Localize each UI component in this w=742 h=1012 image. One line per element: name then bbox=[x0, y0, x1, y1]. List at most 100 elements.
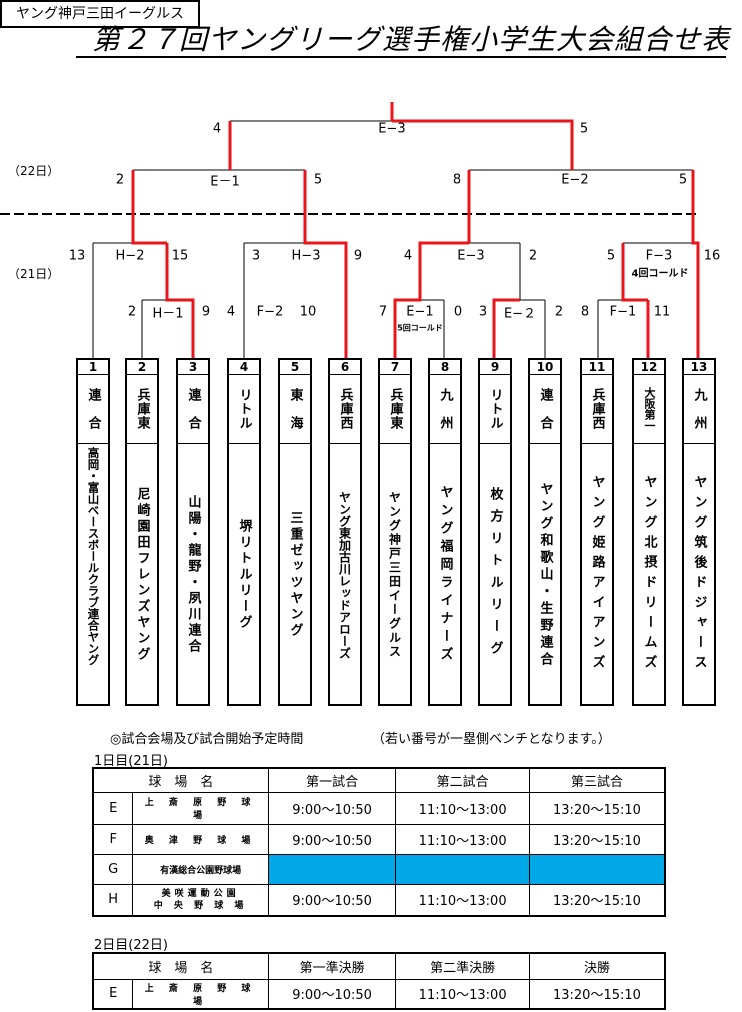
champion-box: ヤング神戸三田イーグルス bbox=[0, 0, 200, 28]
team-region: 兵庫西 bbox=[589, 388, 605, 430]
match-score-right: 9 bbox=[353, 248, 363, 264]
match-score-right: 11 bbox=[653, 304, 671, 320]
team-name: 堺リトルリーグ bbox=[236, 519, 252, 631]
time-cell: 9:00～10:50 bbox=[267, 791, 397, 825]
match-score-left: 2 bbox=[127, 304, 137, 320]
day2-schedule-table: 球 場 名 第一準決勝 第二準決勝 決勝 E 上 斎 原 野 球 場 9:00～… bbox=[92, 952, 666, 1010]
match-score-right: 2 bbox=[528, 248, 538, 264]
team-name: ヤング筑後ドジャース bbox=[691, 475, 707, 675]
field-code: E bbox=[92, 978, 134, 1010]
match-score-right: 10 bbox=[299, 304, 317, 320]
match-label-h3: H−3 bbox=[291, 248, 321, 264]
team-region: 連 合 bbox=[537, 388, 553, 430]
match-score-left: 5 bbox=[606, 248, 616, 264]
day-label-21: （21日） bbox=[8, 267, 60, 281]
match-label-e1b: E−1 bbox=[406, 304, 434, 320]
team-name: ヤング北摂ドリームズ bbox=[641, 475, 657, 675]
match-score-left: 13 bbox=[68, 248, 86, 264]
team-column: 11 兵庫西 ヤング姫路アイアンズ bbox=[580, 358, 614, 706]
table-row: G 有漢総合公園野球場 bbox=[92, 853, 666, 885]
team-column: 6 兵庫西 ヤング東加古川レッドアローズ bbox=[328, 358, 362, 706]
team-number: 2 bbox=[127, 360, 157, 375]
time-cell: 9:00～10:50 bbox=[267, 978, 397, 1010]
time-cell: 9:00～10:50 bbox=[267, 823, 397, 855]
header-game1: 第一試合 bbox=[267, 767, 397, 793]
team-region: 兵庫東 bbox=[134, 388, 150, 430]
team-number: 4 bbox=[229, 360, 259, 375]
match-score-right: 15 bbox=[171, 248, 189, 264]
team-number: 5 bbox=[280, 360, 310, 375]
match-score-right: 2 bbox=[554, 304, 564, 320]
match-score-right: 9 bbox=[201, 304, 211, 320]
team-column: 10 連 合 ヤング和歌山・生野連合 bbox=[528, 358, 562, 706]
team-region: 九 州 bbox=[437, 388, 453, 430]
team-column: 4 リトル 堺リトルリーグ bbox=[227, 358, 261, 706]
field-code: H bbox=[92, 883, 134, 917]
header-final: 決勝 bbox=[528, 952, 666, 980]
table-row: E 上 斎 原 野 球 場 9:00～10:50 11:10～13:00 13:… bbox=[92, 978, 666, 1010]
team-column: 7 兵庫東 ヤング神戸三田イーグルス bbox=[378, 358, 412, 706]
bench-note: （若い番号が一塁側ベンチとなります。） bbox=[372, 732, 611, 747]
match-label-e1: E－1 bbox=[210, 174, 240, 190]
team-region: リトル bbox=[487, 388, 503, 430]
unused-cell bbox=[528, 853, 666, 885]
venue-name: 美咲運動公園中 央 野 球 場 bbox=[132, 883, 269, 917]
page-title: 第２７回ヤングリーグ選手権小学生大会組合せ表 bbox=[92, 23, 731, 56]
match-score-left: 2 bbox=[115, 172, 125, 188]
team-column: 3 連 合 山陽・龍野・夙川連合 bbox=[176, 358, 210, 706]
time-cell: 13:20～15:10 bbox=[528, 823, 666, 855]
venue-name-line1: 美咲運動公園 bbox=[161, 888, 240, 899]
team-number: 6 bbox=[330, 360, 360, 375]
time-cell: 11:10～13:00 bbox=[395, 978, 530, 1010]
team-name: 山陽・龍野・夙川連合 bbox=[185, 495, 201, 655]
team-number: 3 bbox=[178, 360, 208, 375]
match-label-h1: H－1 bbox=[152, 306, 184, 322]
time-cell: 13:20～15:10 bbox=[528, 883, 666, 917]
header-semi1: 第一準決勝 bbox=[267, 952, 397, 980]
time-cell: 11:10～13:00 bbox=[395, 823, 530, 855]
unused-cell bbox=[267, 853, 397, 885]
team-number: 13 bbox=[684, 360, 714, 375]
venue-name: 上 斎 原 野 球 場 bbox=[132, 978, 269, 1010]
team-name: ヤング福岡ライナーズ bbox=[437, 485, 453, 665]
match-label-e2b: E−２ bbox=[503, 306, 537, 322]
venue-heading: ◎試合会場及び試合開始予定時間 bbox=[110, 732, 304, 747]
time-cell: 11:10～13:00 bbox=[395, 791, 530, 825]
team-region: 兵庫東 bbox=[387, 388, 403, 430]
match-label-final: E−3 bbox=[378, 121, 406, 137]
table-row: F 奥 津 野 球 場 9:00～10:50 11:10～13:00 13:20… bbox=[92, 823, 666, 855]
match-score-right: 16 bbox=[703, 248, 721, 264]
team-number: 1 bbox=[78, 360, 108, 375]
match-score-left: 4 bbox=[226, 304, 236, 320]
called-game-note: 5回コールド bbox=[397, 323, 443, 333]
team-name: 枚方リトルリーグ bbox=[487, 487, 503, 663]
team-column: 13 九 州 ヤング筑後ドジャース bbox=[682, 358, 716, 706]
table-row: E 上 斎 原 野 球 場 9:00～10:50 11:10～13:00 13:… bbox=[92, 791, 666, 825]
team-column: 9 リトル 枚方リトルリーグ bbox=[478, 358, 512, 706]
match-label-e2: E−2 bbox=[561, 172, 589, 188]
match-label-f2: F−2 bbox=[256, 304, 284, 320]
team-region: 連 合 bbox=[185, 388, 201, 430]
team-column: 12 大阪第一 ヤング北摂ドリームズ bbox=[632, 358, 666, 706]
day-label-22: （22日） bbox=[8, 164, 60, 178]
bracket-lines-black bbox=[92, 120, 694, 358]
match-score-left: 7 bbox=[378, 304, 388, 320]
match-score-right: 5 bbox=[579, 121, 589, 137]
match-label-h2: H−2 bbox=[115, 248, 145, 264]
venue-name: 上 斎 原 野 球 場 bbox=[132, 791, 269, 825]
venue-name: 有漢総合公園野球場 bbox=[132, 853, 269, 885]
team-number: 11 bbox=[582, 360, 612, 375]
time-cell: 13:20～15:10 bbox=[528, 978, 666, 1010]
field-code: F bbox=[92, 823, 134, 855]
day2-label: 2日目(22日) bbox=[94, 938, 168, 953]
header-semi2: 第二準決勝 bbox=[395, 952, 530, 980]
match-score-right: 5 bbox=[313, 172, 323, 188]
team-name: 高岡・富山ベースボールクラブ連合ヤング bbox=[86, 447, 101, 666]
team-region: リトル bbox=[236, 388, 252, 430]
team-name: ヤング姫路アイアンズ bbox=[589, 475, 605, 675]
match-score-left: 4 bbox=[212, 121, 222, 137]
time-cell: 13:20～15:10 bbox=[528, 791, 666, 825]
called-game-note: 4回コールド bbox=[631, 268, 689, 280]
time-cell: 11:10～13:00 bbox=[395, 883, 530, 917]
match-score-right: 0 bbox=[453, 304, 463, 320]
